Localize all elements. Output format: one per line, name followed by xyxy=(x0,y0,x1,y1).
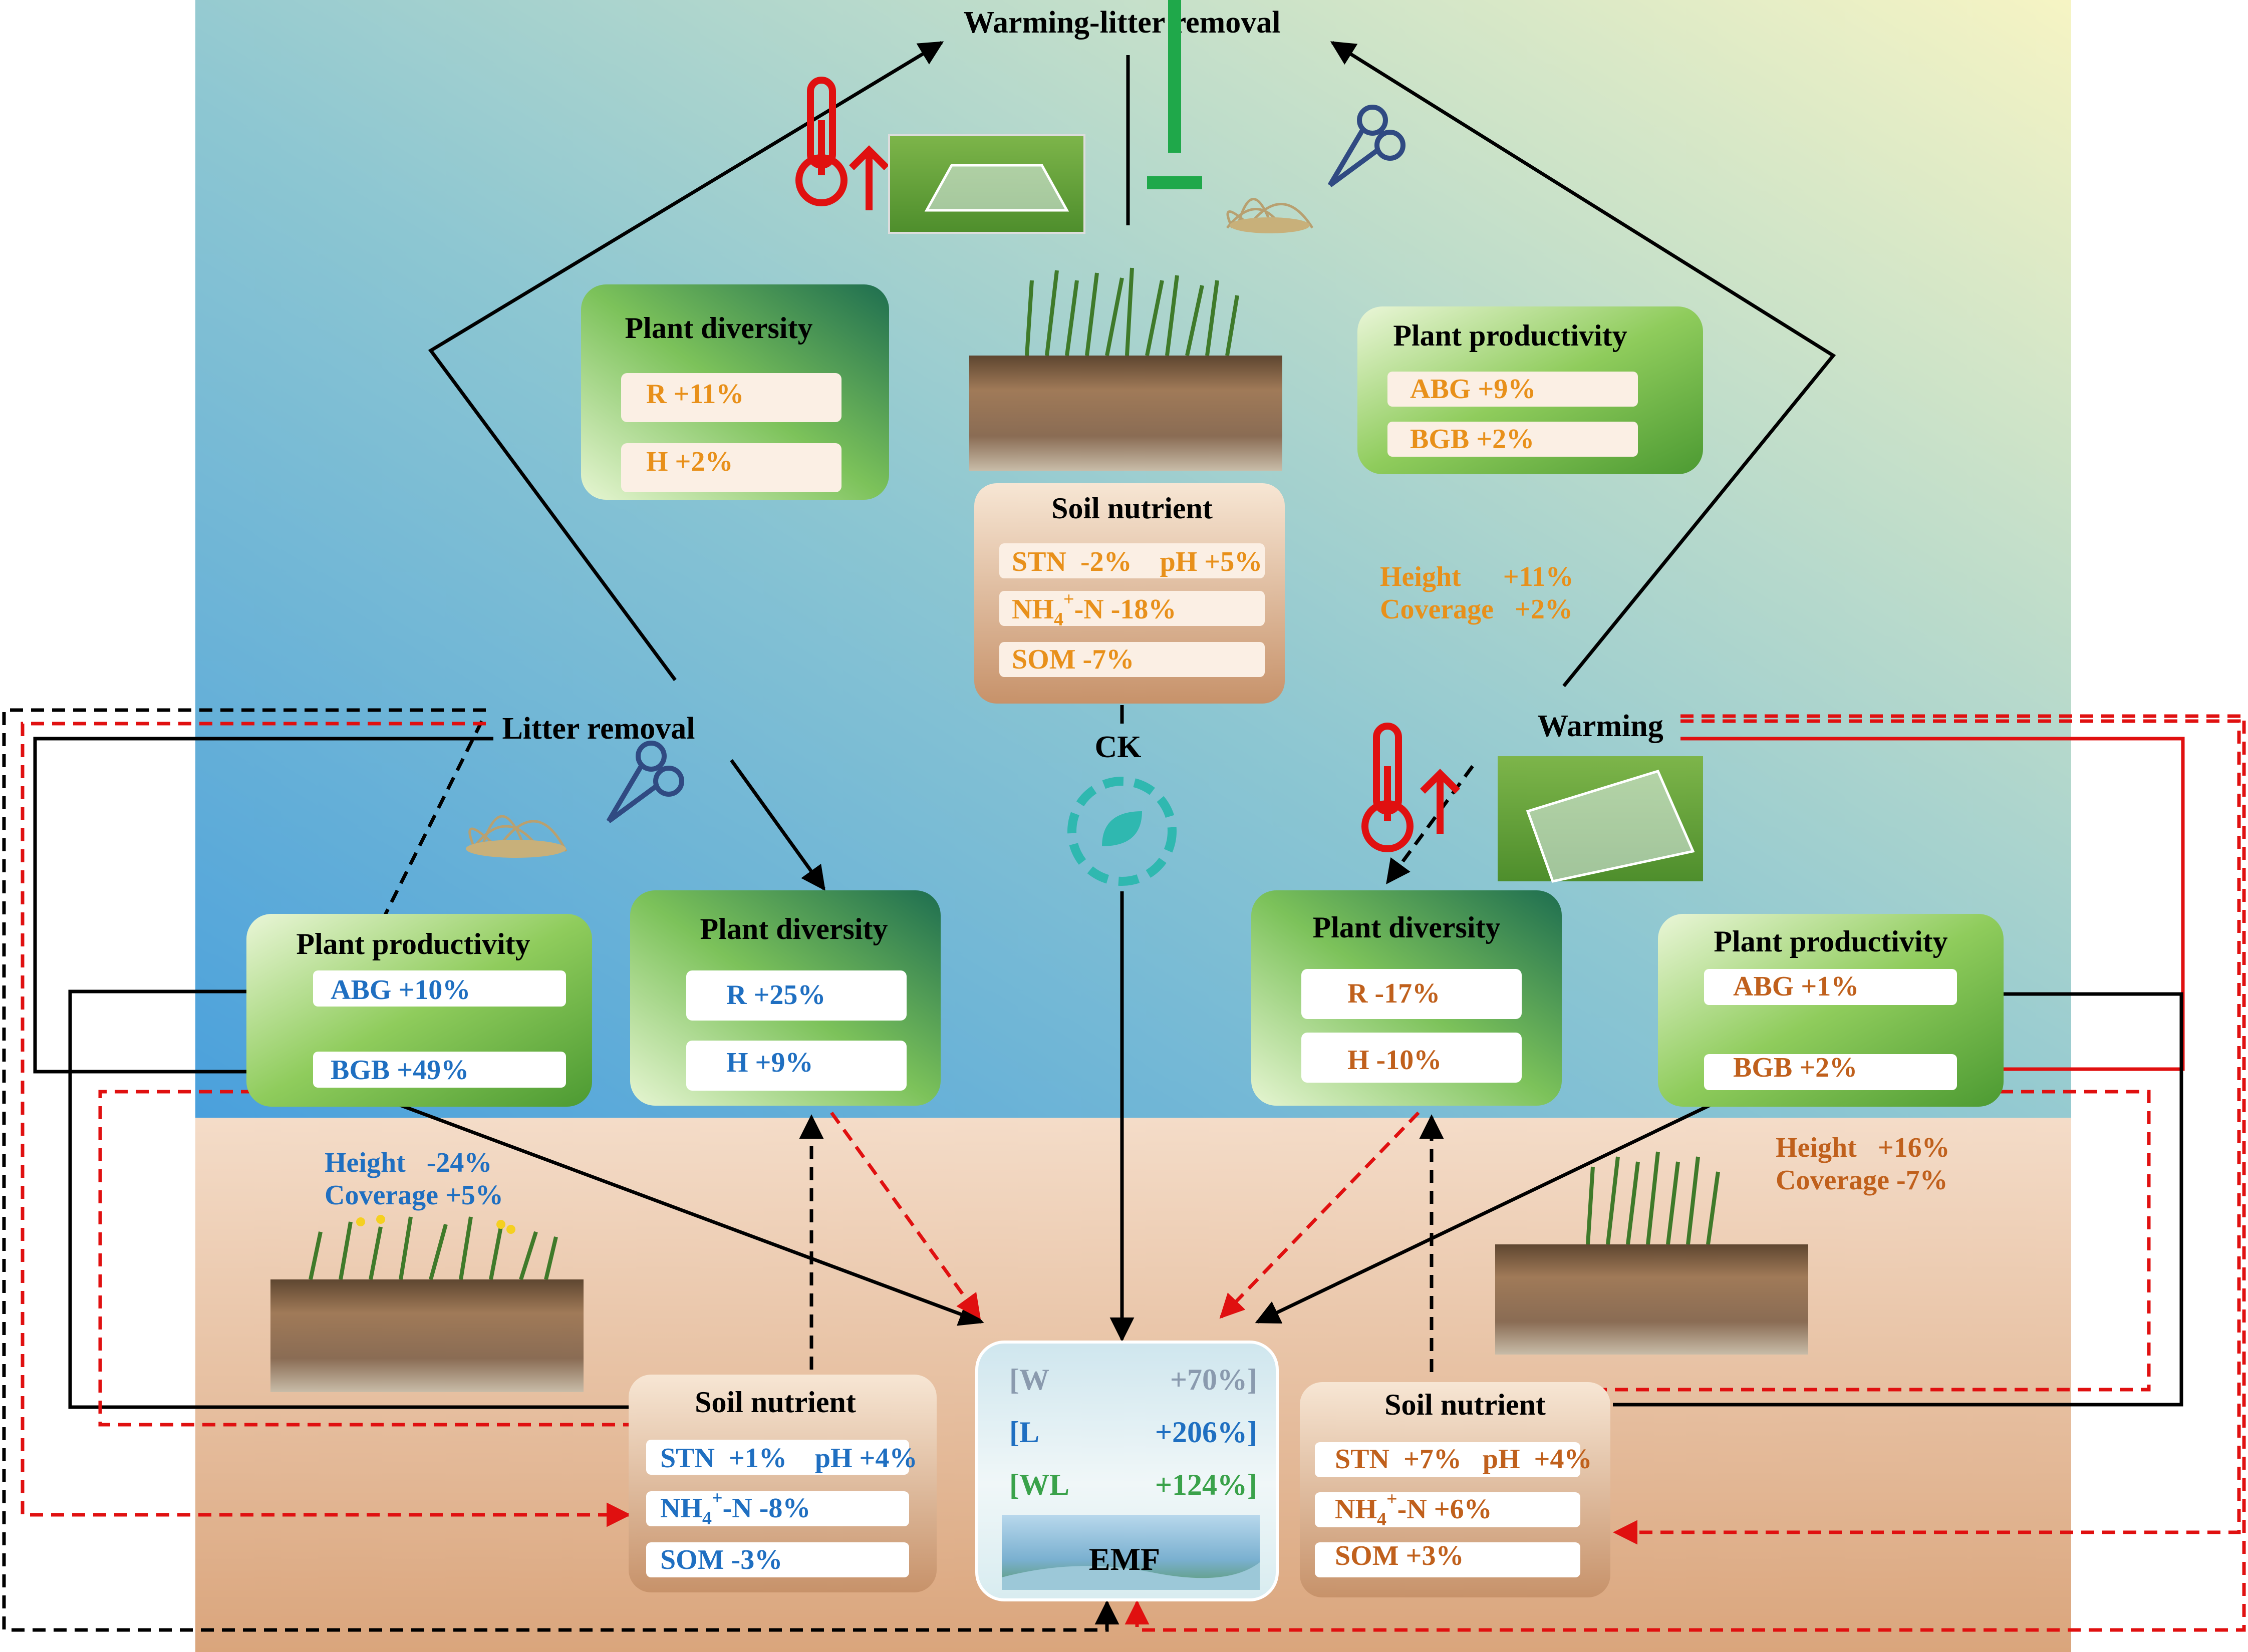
emf-row-value: +124%] xyxy=(1155,1468,1257,1501)
w-diversity-item: R -17% xyxy=(1347,978,1440,1009)
w-coverage: Coverage -7% xyxy=(1776,1165,1948,1196)
w-soil-item: STN +7% pH +4% xyxy=(1335,1444,1592,1475)
wl-productivity-item: BGB +2% xyxy=(1410,424,1534,455)
arrow-w-bgb-emf xyxy=(1255,1092,1734,1324)
lr-productivity-title: Plant productivity xyxy=(296,927,530,960)
arrow-warming-to-emf-red xyxy=(1125,714,2246,1632)
warming-chamber-photo xyxy=(1498,756,1703,883)
lr-productivity-box: Plant productivity ABG +10% BGB +49% xyxy=(246,914,592,1107)
title-litter-removal: Litter removal xyxy=(502,712,695,746)
arrow-lr-soil-abg xyxy=(68,979,686,1409)
wl-productivity-item: ABG +9% xyxy=(1410,374,1536,405)
w-soil-box: Soil nutrient STN +7% pH +4% NH4+-N +6% … xyxy=(1300,1382,1610,1597)
lr-soil-box: Soil nutrient STN +1% pH +4% NH4+-N -8% … xyxy=(629,1375,937,1592)
arrow-lr-soil-bgb-red xyxy=(98,1079,636,1427)
grass-soil-column-warming xyxy=(1495,1151,1808,1355)
wl-productivity-box: Plant productivity ABG +9% BGB +2% xyxy=(1357,306,1703,474)
arrow-litter-to-diversity xyxy=(730,759,825,891)
lr-productivity-item: BGB +49% xyxy=(331,1055,469,1086)
warming-chamber-photo xyxy=(888,134,1085,234)
thermometer-icon xyxy=(795,77,848,206)
title-warming: Warming xyxy=(1537,709,1663,743)
lr-diversity-box: Plant diversity R +25% H +9% xyxy=(630,890,941,1106)
arrow-w-soil-abg xyxy=(1613,981,2183,1407)
arrow-litter-to-productivity xyxy=(349,720,484,986)
lr-soil-item: STN +1% pH +4% xyxy=(660,1443,917,1474)
thermometer-icon xyxy=(1361,723,1414,852)
lr-soil-title: Soil nutrient xyxy=(695,1386,856,1419)
lr-soil-item: SOM -3% xyxy=(660,1544,782,1575)
lr-diversity-title: Plant diversity xyxy=(700,912,888,945)
title-ck: CK xyxy=(1095,730,1142,764)
w-diversity-box: Plant diversity R -17% H -10% xyxy=(1251,890,1562,1106)
lr-soil-item: NH4+-N -8% xyxy=(660,1488,810,1529)
grass-tuft-photo xyxy=(1226,198,1314,233)
grass-tuft-litter xyxy=(466,815,568,858)
arrow-w-soil-bgb-red xyxy=(1573,1079,2151,1392)
w-productivity-item: BGB +2% xyxy=(1733,1052,1857,1083)
w-productivity-item: ABG +1% xyxy=(1733,971,1859,1002)
emf-row-label: [W xyxy=(1009,1363,1049,1396)
arrow-litter-outer-black xyxy=(33,737,493,1084)
arrow-warming-to-soil-red xyxy=(1613,719,2241,1545)
wl-diversity-item: H +2% xyxy=(646,446,733,477)
wl-productivity-title: Plant productivity xyxy=(1393,319,1627,352)
lr-diversity-item: R +25% xyxy=(726,979,825,1011)
wl-soil-item: NH4+-N -18% xyxy=(1012,589,1176,630)
lr-coverage: Coverage +5% xyxy=(325,1180,503,1211)
w-soil-title: Soil nutrient xyxy=(1384,1388,1546,1421)
landscape-river xyxy=(1002,1562,1260,1590)
emf-row-value: +70%] xyxy=(1170,1363,1257,1396)
leaf-cycle-icon xyxy=(1067,777,1177,886)
w-diversity-title: Plant diversity xyxy=(1313,911,1501,944)
plus-icon xyxy=(1147,0,1202,189)
w-productivity-title: Plant productivity xyxy=(1714,925,1947,958)
wl-height: Height +11% xyxy=(1380,561,1574,592)
emf-label: EMF xyxy=(1089,1541,1160,1577)
emf-box: [W +70%] [L +206%] [WL +124%] EMF xyxy=(975,1341,1279,1601)
wl-diversity-title: Plant diversity xyxy=(625,311,813,345)
w-soil-item: SOM +3% xyxy=(1335,1540,1464,1571)
arrow-w-diversity-emf xyxy=(1219,1111,1420,1319)
emf-row-label: [WL xyxy=(1009,1468,1069,1501)
w-height: Height +16% xyxy=(1776,1132,1950,1163)
wl-diversity-item: R +11% xyxy=(646,379,744,410)
wl-soil-title: Soil nutrient xyxy=(1051,492,1213,525)
wl-soil-item: STN -2% pH +5% xyxy=(1012,546,1262,577)
wl-soil-item: SOM -7% xyxy=(1012,644,1134,675)
lr-diversity-item: H +9% xyxy=(726,1047,813,1078)
arrow-litter-to-soil-red xyxy=(21,722,631,1527)
grass-soil-column-top xyxy=(969,267,1282,471)
w-diversity-item: H -10% xyxy=(1347,1045,1442,1076)
connectors xyxy=(2,41,2246,1632)
wl-coverage: Coverage +2% xyxy=(1380,594,1573,625)
emf-row-label: [L xyxy=(1009,1416,1039,1449)
lr-productivity-item: ABG +10% xyxy=(331,974,470,1006)
lr-height: Height -24% xyxy=(325,1147,492,1178)
wl-soil-box: Soil nutrient STN -2% pH +5% NH4+-N -18%… xyxy=(974,483,1285,704)
arrow-litter-to-top xyxy=(428,41,944,682)
up-arrow-icon xyxy=(849,145,889,210)
w-soil-item: NH4+-N +6% xyxy=(1335,1489,1492,1530)
grass-soil-column-litter xyxy=(270,1215,584,1392)
arrow-warming-to-diversity xyxy=(1386,765,1474,884)
up-arrow-icon xyxy=(1420,769,1460,834)
emf-row-value: +206%] xyxy=(1155,1416,1257,1449)
scissors-icon xyxy=(1327,105,1406,188)
title-warming-litter-removal: Warming-litter removal xyxy=(963,6,1280,40)
arrow-lr-bgb-emf xyxy=(370,1092,984,1326)
w-productivity-box: Plant productivity ABG +1% BGB +2% xyxy=(1658,914,2004,1107)
arrow-warming-to-top xyxy=(1330,41,1836,688)
arrow-warming-outer-red xyxy=(1680,737,2185,1082)
wl-diversity-box: Plant diversity R +11% H +2% xyxy=(581,284,889,500)
arrow-litter-to-emf-black xyxy=(2,708,1119,1632)
scissors-icon xyxy=(606,741,684,824)
